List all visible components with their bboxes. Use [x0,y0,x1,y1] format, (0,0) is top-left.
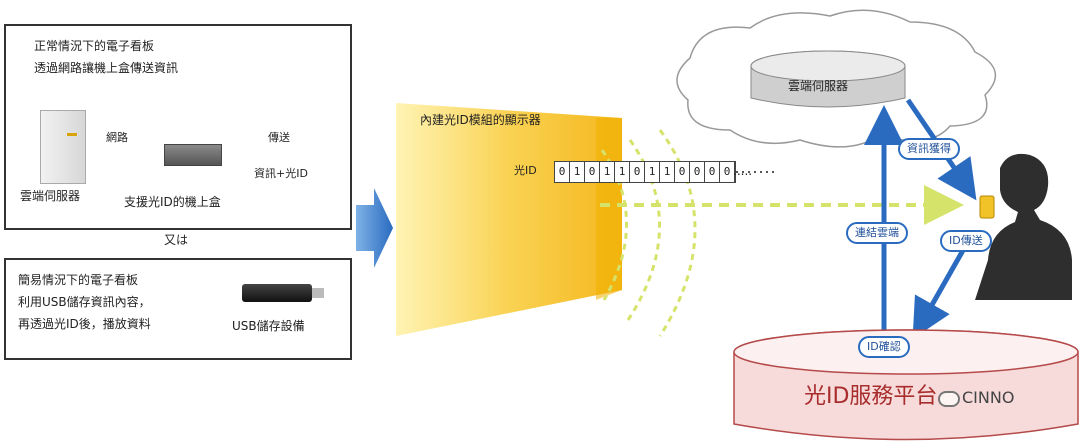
light-id-bit: 0 [720,162,735,182]
simple-line3: 再透過光ID後，播放資料 [18,317,151,331]
normal-signage-box: 正常情況下的電子看板 透過網路讓機上盒傳送資訊 網路 傳送 資訊+光ID 雲端伺… [4,24,352,230]
light-id-bit: 1 [615,162,630,182]
display-label: 內建光ID模組的顯示器 [420,113,541,127]
user-silhouette-icon [975,153,1072,300]
normal-line2: 透過網路讓機上盒傳送資訊 [34,61,179,75]
server-icon [40,110,86,184]
light-id-bit: 0 [585,162,600,182]
light-id-bit: 0 [705,162,720,182]
usb-label: USB儲存設備 [232,319,305,333]
simple-signage-box: 簡易情況下的電子看板 利用USB儲存資訊內容， 再透過光ID後，播放資料 USB… [4,258,352,360]
data-label: 資訊+光ID [254,167,308,180]
or-label: 又は [164,233,189,247]
light-id-bit: 1 [570,162,585,182]
bubble-connect-cloud: 連結雲端 [846,222,908,244]
simple-line1: 簡易情況下的電子看板 [18,273,139,287]
simple-line2: 利用USB儲存資訊內容， [18,295,151,309]
normal-line1: 正常情況下的電子看板 [34,39,155,53]
display-panel [396,103,622,336]
watermark: CINNO [962,388,1015,407]
light-id-ellipsis: ..... [733,164,753,178]
flow-arrow-icon [356,188,393,268]
light-id-bit: 1 [600,162,615,182]
bubble-info-get: 資訊獲得 [898,138,960,160]
server-label: 雲端伺服器 [20,189,81,203]
bubble-id-send: ID傳送 [940,230,992,252]
stb-label: 支援光ID的機上盒 [124,195,221,209]
light-id-bit: 1 [660,162,675,182]
light-id-bit: 0 [630,162,645,182]
smartphone-icon [979,195,995,219]
light-id-bit: 0 [675,162,690,182]
light-id-bit: 1 [645,162,660,182]
set-top-box-icon [164,144,222,166]
light-id-prefix: 光ID [514,164,537,177]
cloud-server-label: 雲端伺服器 [788,79,849,93]
light-id-bit: 0 [555,162,570,182]
net-label: 網路 [106,131,128,144]
bubble-id-confirm: ID確認 [858,336,910,358]
service-platform-label: 光ID服務平台 [804,384,938,409]
light-id-bit: 0 [690,162,705,182]
send-label: 傳送 [268,131,290,144]
usb-drive-icon [242,284,312,302]
wechat-icon [938,391,960,407]
